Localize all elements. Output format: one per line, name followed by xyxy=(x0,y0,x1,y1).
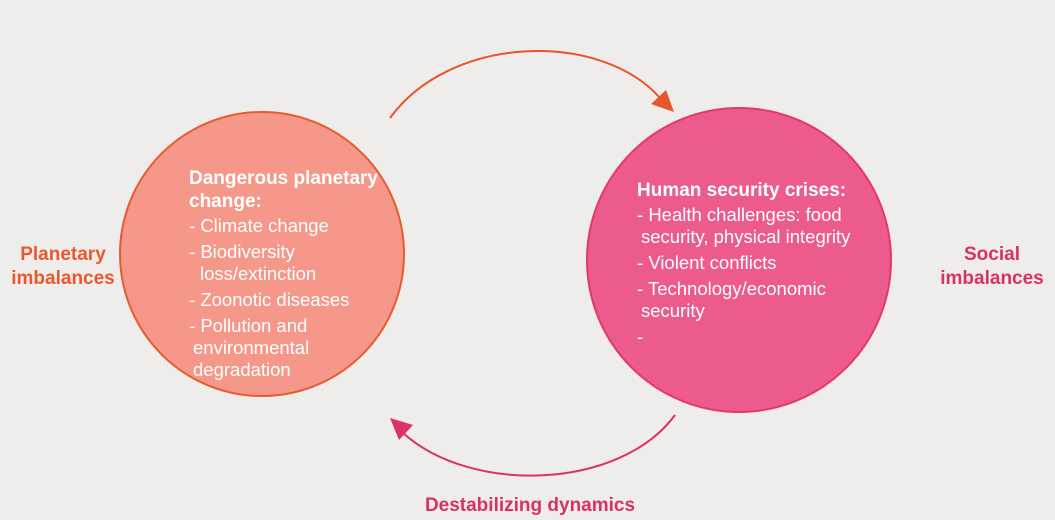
planetary-item-text-cont: environmental xyxy=(193,337,310,358)
top-arrow-head xyxy=(651,90,674,112)
planetary-imbalances-label: Planetary imbalances xyxy=(2,243,124,291)
planetary-item-text: Zoonotic diseases xyxy=(200,289,350,310)
social-item-health: Health challenges: food security, physic… xyxy=(637,204,907,248)
planetary-item-text: Climate change xyxy=(200,215,329,236)
social-list: Health challenges: food security, physic… xyxy=(637,204,907,348)
social-imbalances-line-1: Social xyxy=(964,244,1020,265)
planetary-item-text: Pollution and xyxy=(200,315,308,336)
planetary-imbalances-line-1: Planetary xyxy=(20,244,106,265)
planetary-heading-line-1: Dangerous planetary xyxy=(189,168,378,189)
planetary-item-zoonotic: Zoonotic diseases xyxy=(189,289,389,311)
planetary-item-biodiversity: Biodiversity loss/extinction xyxy=(189,241,389,285)
social-imbalances-line-2: imbalances xyxy=(940,268,1044,289)
bottom-arrow-line xyxy=(401,414,676,477)
top-arrow-line xyxy=(389,50,661,119)
destabilizing-dynamics-label: Destabilizing dynamics xyxy=(424,495,636,516)
bottom-arrow-head xyxy=(390,418,413,440)
social-item-text: Technology/economic xyxy=(647,278,826,299)
planetary-heading-line-2: change: xyxy=(189,191,262,212)
social-item-empty xyxy=(637,326,907,348)
social-item-text: Health challenges: food xyxy=(648,204,842,225)
planetary-circle-text: Dangerous planetary change: Climate chan… xyxy=(189,167,389,385)
social-circle-text: Human security crises: Health challenges… xyxy=(637,179,907,352)
social-item-technology: Technology/economic security xyxy=(637,278,907,322)
social-heading: Human security crises: xyxy=(637,179,907,202)
social-imbalances-label: Social imbalances xyxy=(930,243,1054,291)
social-item-text-cont: security xyxy=(641,300,705,321)
planetary-list: Climate change Biodiversity loss/extinct… xyxy=(189,215,389,381)
social-item-text: Violent conflicts xyxy=(648,252,777,273)
social-item-text-cont: security, physical integrity xyxy=(641,226,851,247)
social-item-violent-conflicts: Violent conflicts xyxy=(637,252,907,274)
planetary-item-climate-change: Climate change xyxy=(189,215,389,237)
planetary-item-text: Biodiversity loss/extinction xyxy=(200,241,317,284)
planetary-item-pollution: Pollution and environmental degradation xyxy=(189,315,389,381)
planetary-imbalances-line-2: imbalances xyxy=(11,268,115,289)
social-heading-line-1: Human security crises: xyxy=(637,180,847,201)
planetary-heading: Dangerous planetary change: xyxy=(189,167,389,213)
planetary-item-text-cont: degradation xyxy=(193,359,291,380)
